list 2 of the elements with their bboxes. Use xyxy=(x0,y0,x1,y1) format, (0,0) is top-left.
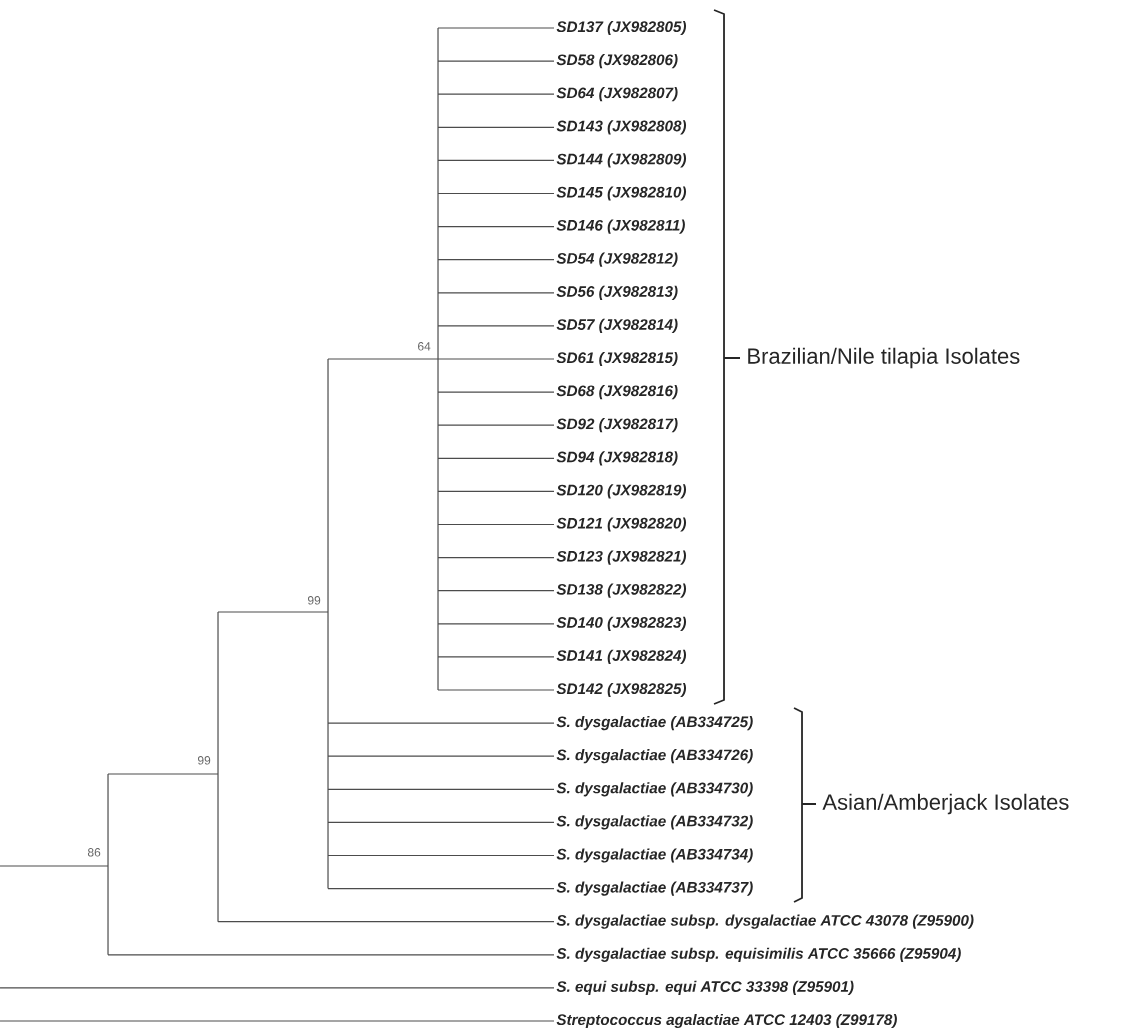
clade-label: Brazilian/Nile tilapia Isolates xyxy=(748,347,1020,369)
clade-label: Asian/Amberjack Isolates xyxy=(822,793,1069,815)
